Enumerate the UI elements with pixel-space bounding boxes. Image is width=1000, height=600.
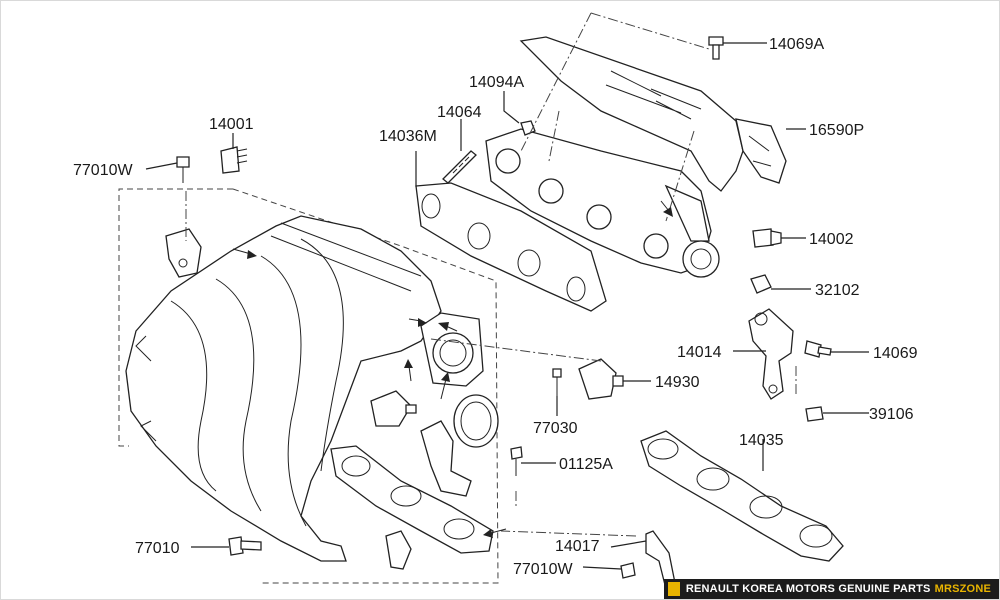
bolt-77010W-top — [176, 156, 190, 183]
label-14069A: 14069A — [769, 36, 824, 53]
throttle-body — [420, 312, 484, 387]
assembly-lines — [185, 12, 797, 537]
throttle-gasket — [453, 394, 499, 448]
part-labels: 14069A 14094A 14064 14036M 16590P 14001 … — [73, 36, 918, 578]
clip-bottom — [385, 530, 412, 570]
bolt-14069 — [804, 340, 832, 358]
label-77010: 77010 — [135, 540, 180, 557]
label-14002: 14002 — [809, 231, 854, 248]
label-14035: 14035 — [739, 432, 784, 449]
label-77030: 77030 — [533, 420, 578, 437]
bracket-lower — [420, 420, 472, 497]
footer-banner: RENAULT KOREA MOTORS GENUINE PARTS MRSZO… — [663, 579, 999, 599]
bracket-14014 — [748, 308, 794, 400]
label-16590P: 16590P — [809, 122, 864, 139]
label-14069: 14069 — [873, 345, 918, 362]
label-14036M: 14036M — [379, 128, 437, 145]
label-14094A: 14094A — [469, 74, 524, 91]
leader-lines — [145, 42, 869, 570]
label-14930: 14930 — [655, 374, 700, 391]
nut-14094A — [520, 120, 536, 136]
intake-gasket-center — [330, 445, 494, 554]
sensor-14930 — [578, 358, 624, 400]
label-14064: 14064 — [437, 104, 482, 121]
label-01125A: 01125A — [559, 456, 613, 473]
sensor-14002 — [752, 228, 782, 248]
bolt-77030 — [552, 368, 562, 396]
label-39106: 39106 — [869, 406, 914, 423]
intake-gasket-14035 — [640, 430, 844, 562]
label-14001: 14001 — [209, 116, 254, 133]
bolt-14069A — [708, 36, 724, 60]
label-14014: 14014 — [677, 344, 722, 361]
label-32102: 32102 — [815, 282, 860, 299]
heat-shield-16590P — [519, 36, 787, 192]
intake-manifold — [125, 215, 442, 562]
clip-14001 — [220, 146, 248, 174]
stud-14064 — [442, 150, 477, 184]
nut-32102 — [750, 274, 772, 294]
exhaust-gasket-14036M — [415, 182, 607, 312]
label-14017: 14017 — [555, 538, 600, 555]
bolt-77010W-bottom — [620, 562, 636, 579]
bracket-top-left — [165, 228, 202, 278]
bolt-39106 — [805, 406, 824, 422]
manifold-sensor — [370, 390, 417, 427]
bracket-14017 — [645, 530, 676, 586]
exhaust-manifold — [485, 128, 720, 278]
label-77010W-top: 77010W — [73, 162, 133, 179]
label-77010W-bottom: 77010W — [513, 561, 573, 578]
direction-arrows — [232, 200, 673, 538]
bolt-77010 — [228, 536, 262, 556]
bolt-01125A — [510, 446, 523, 476]
footer-brand: MRSZONE — [934, 583, 991, 595]
assembly-boundary — [118, 188, 499, 584]
brand-badge-icon — [667, 582, 680, 596]
footer-text: RENAULT KOREA MOTORS GENUINE PARTS — [685, 583, 931, 595]
